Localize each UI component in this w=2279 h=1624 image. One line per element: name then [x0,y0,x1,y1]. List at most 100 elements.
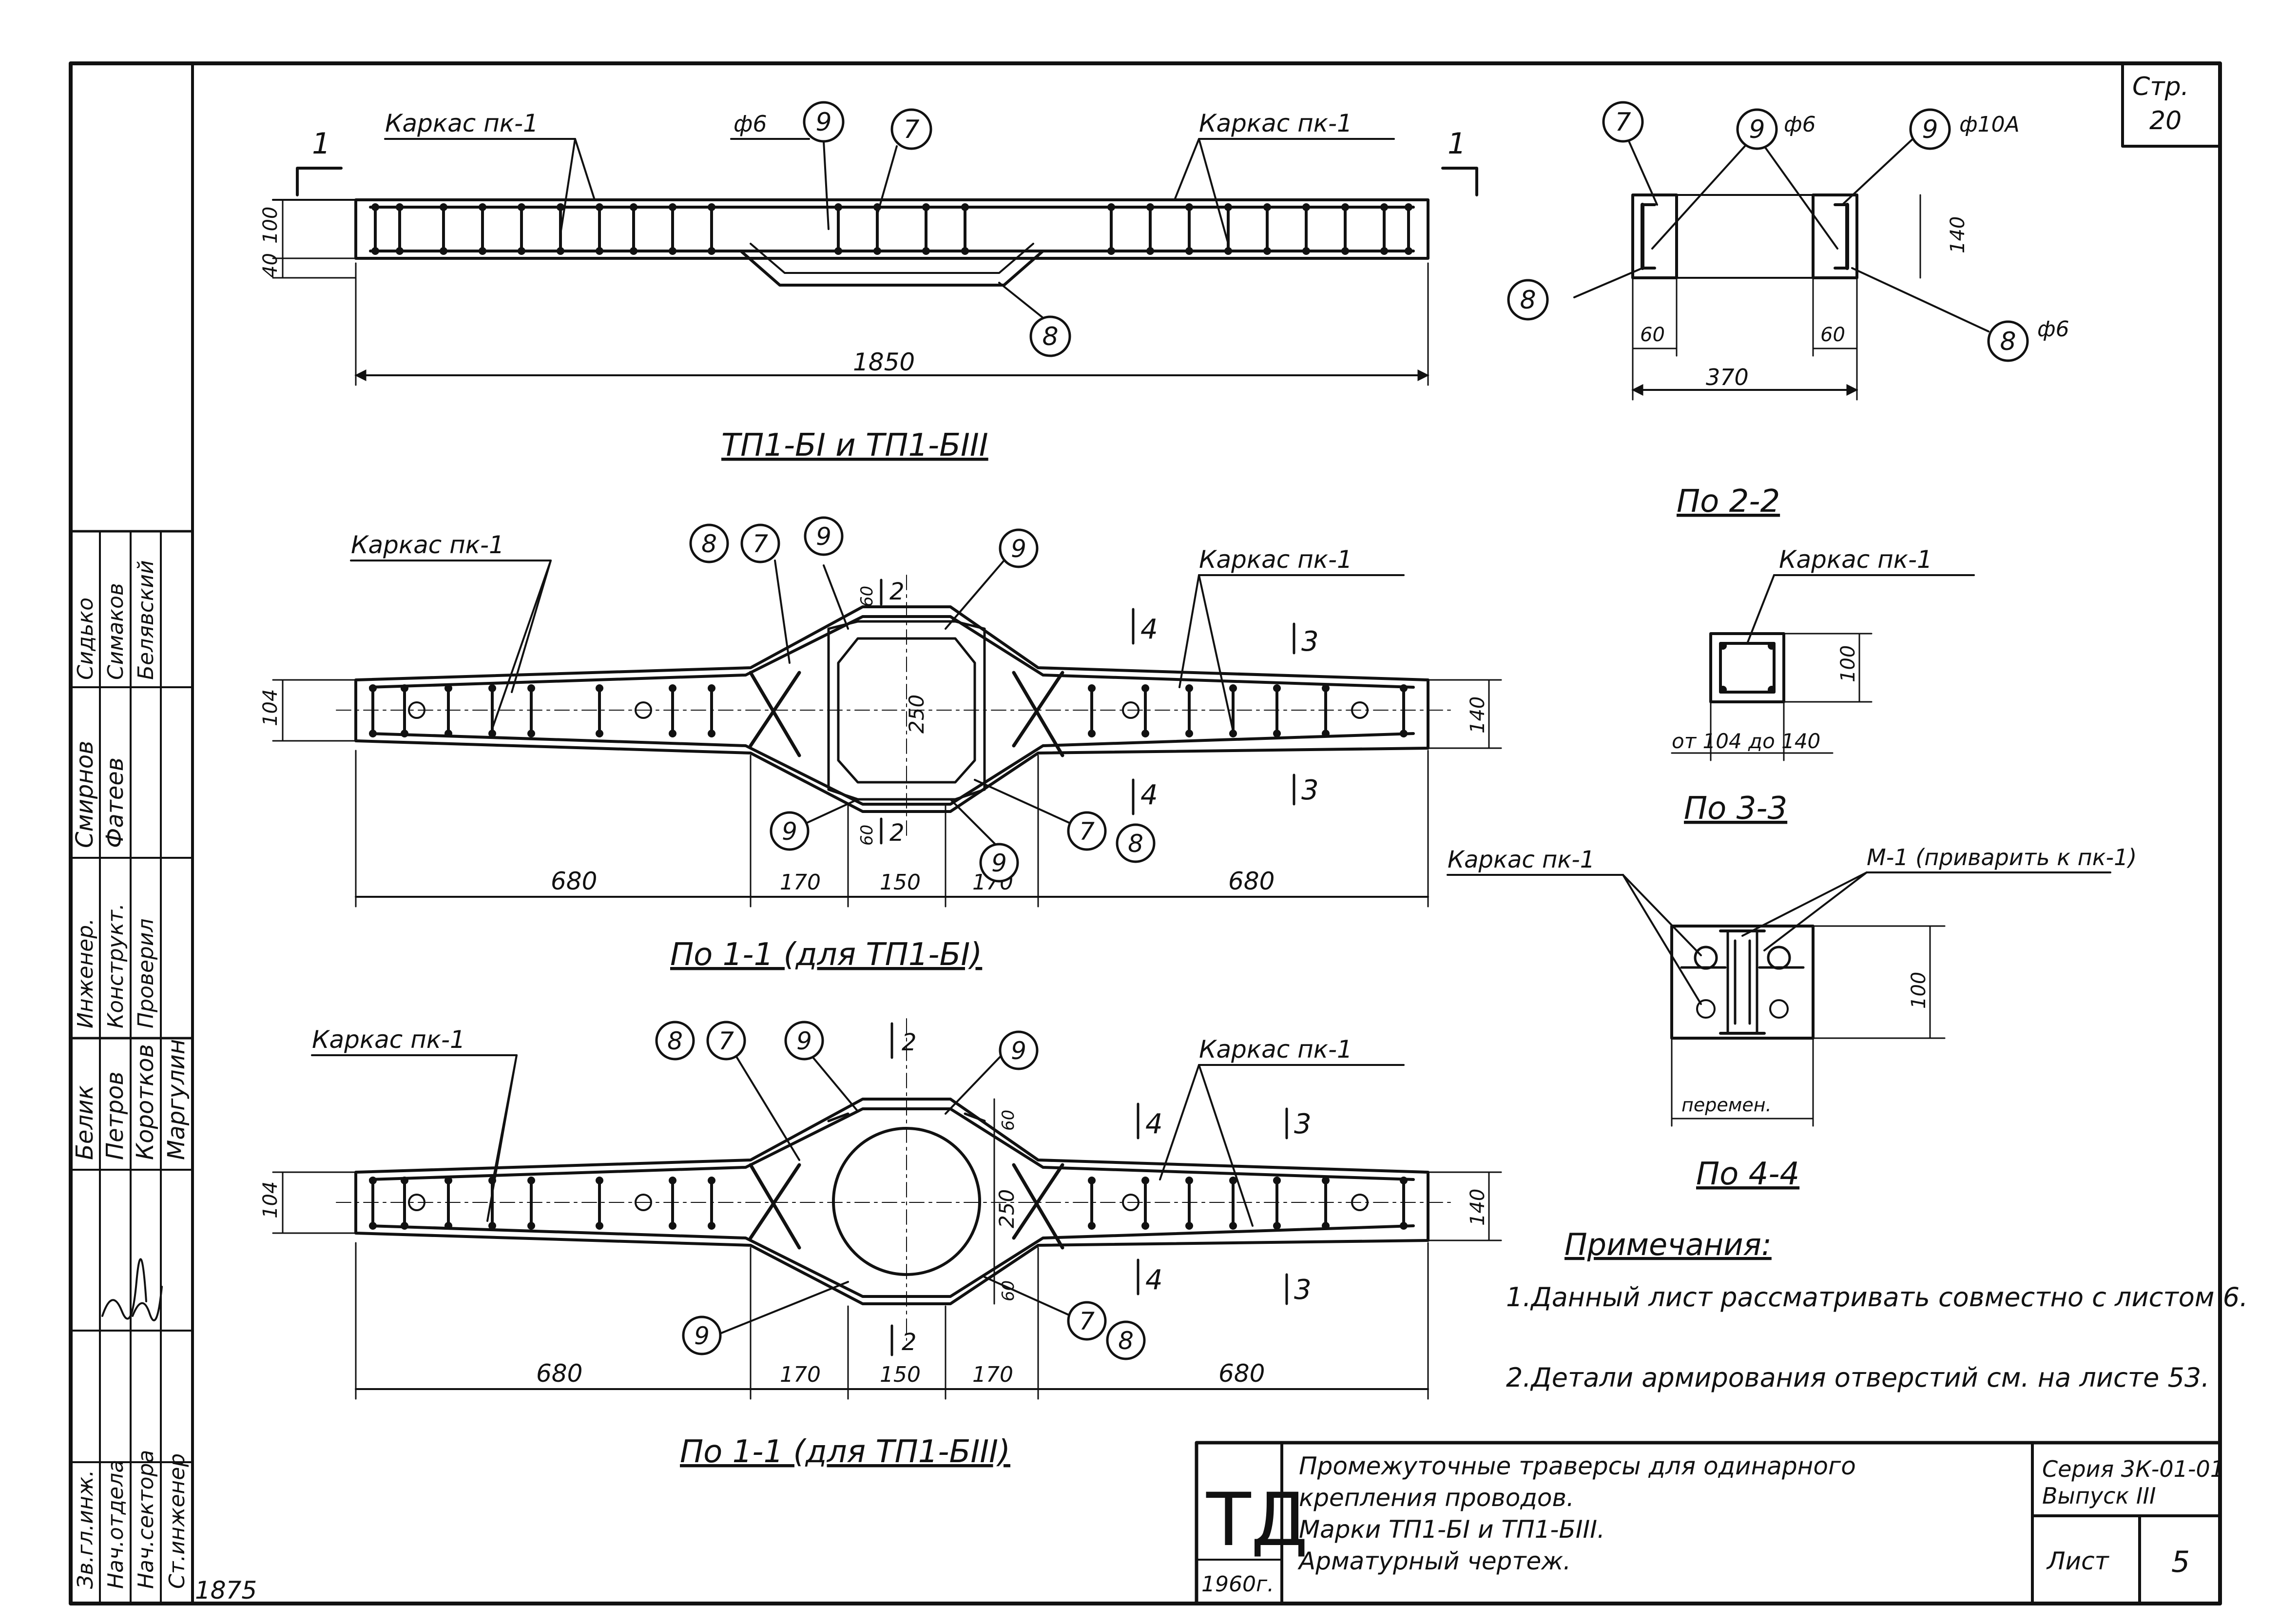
s11b-stirrup-bar-dot [1229,1222,1237,1230]
s33-title: По 3-3 [1684,791,1787,827]
s11b-cut-2-top: 2 [902,1029,917,1056]
s11b-dim-top: 60 [999,1110,1018,1131]
title-sheet-label: Лист [2046,1547,2110,1575]
top-stirrup-bar-dot [1185,203,1193,211]
s11b-dim-3: 170 [972,1362,1013,1387]
svg-text:9: 9 [1011,535,1026,563]
s11b-bubble-9a: 9 [784,1021,824,1061]
top-stirrup-bar-dot [708,203,715,211]
top-stirrup-bar-dot [371,247,379,255]
top-dim-h2: 40 [259,253,282,278]
top-stirrup-bar-dot [440,247,447,255]
svg-text:7: 7 [718,1027,734,1055]
stamp-name-3: Коротков [132,1044,159,1160]
top-bubble-7: 7 [890,108,932,150]
top-view [272,138,1478,386]
s22-dim-3: 370 [1706,364,1749,390]
top-stirrup-bar-dot [557,247,564,255]
s33-dim-side: 100 [1837,645,1859,682]
stamp-name-2: Петров [101,1071,129,1160]
title-series: Серия 3К-01-01 [2042,1456,2224,1482]
s11b-dim-left: 104 [259,1181,282,1218]
top-frame-left-label: Каркас пк-1 [385,109,539,137]
top-section-mark-right: 1 [1448,127,1466,161]
s11a-frame-right: Каркас пк-1 [1199,545,1352,574]
s11a-dim-right: 140 [1467,696,1489,734]
s11b-stirrup-bar-dot [1141,1177,1149,1184]
stamp-col5-2: Симаков [103,583,128,680]
top-stirrup-bar-dot [479,203,486,211]
title-line-1: Промежуточные траверсы для одинарного [1299,1452,1856,1480]
svg-text:9: 9 [796,1027,812,1055]
s11a-stirrup-bar-dot [369,684,377,692]
s11b-title: По 1-1 (для ТП1-БIII) [680,1434,1010,1470]
s11b-dim-bottom: 60 [999,1280,1018,1301]
s11b-stirrup-bar-dot [1088,1177,1096,1184]
s11a-stirrup-bar-dot [596,730,603,737]
s11a-dim-2: 150 [880,870,921,895]
s11a-bubble-7b: 7 [1067,811,1107,851]
s11b-stirrup-bar-dot [488,1222,496,1230]
s11a-stirrup-bar-dot [669,684,676,692]
s11b-stirrup-bar-dot [1185,1177,1193,1184]
s11a-stirrup-bar-dot [1088,730,1096,737]
svg-text:7: 7 [1079,1307,1095,1335]
top-view-title: ТП1-БI и ТП1-БIII [721,427,988,464]
s22-bubble-7: 7 [1602,101,1644,143]
s11b-stirrup-bar-dot [527,1177,535,1184]
s11a-bubble-7: 7 [740,523,780,563]
top-stirrup-bar-dot [1107,203,1115,211]
s11b-cut-4-bottom: 4 [1145,1264,1163,1296]
s11b-stirrup-bar-dot [708,1222,715,1230]
stamp-name-1: Белик [71,1085,98,1160]
top-stirrup-bar-dot [1405,203,1412,211]
s44-frame-label: Каркас пк-1 [1448,846,1595,873]
top-stirrup-bar-dot [1380,203,1388,211]
s11b-stirrup-bar-dot [1400,1177,1408,1184]
top-stirrup-bar-dot [834,247,842,255]
top-stirrup-bar-dot [1263,203,1271,211]
s11a-stirrup-bar-dot [401,684,408,692]
s11b-cut-3-bottom: 3 [1294,1274,1312,1306]
s11b-cut-3-top: 3 [1294,1108,1312,1140]
s11a-stirrup-bar-dot [1273,684,1281,692]
svg-text:8: 8 [1520,286,1536,315]
s11a-dim-bottom: 60 [857,825,877,846]
s11a-stirrup-bar-dot [669,730,676,737]
stamp-col3-2: Конструкт. [103,903,128,1028]
svg-text:9: 9 [1749,115,1765,144]
top-stirrup-bar-dot [1263,247,1271,255]
s11a-title: По 1-1 (для ТП1-БI) [670,937,982,973]
svg-text:8: 8 [1128,830,1143,858]
s33-dim-bottom: от 104 до 140 [1672,729,1820,753]
note-1: 1.Данный лист рассматривать совместно с … [1506,1282,2248,1313]
top-stirrup-bar-dot [518,203,525,211]
s22-bubble-8b: 8 [1987,320,2029,362]
title-block [1195,1441,2222,1605]
top-stirrup-bar-dot [557,203,564,211]
bent-rebar-8 [739,250,1044,287]
top-section-mark-left: 1 [312,127,330,161]
section-2-2 [1573,135,1989,401]
s11b-dim-1: 170 [780,1362,821,1387]
s22-callout-2: ф10А [1959,112,2020,137]
s11b-stirrup-bar-dot [1322,1222,1330,1230]
top-stirrup-bar-dot [1146,247,1154,255]
section-3-3 [1671,574,1975,761]
s11a-stirrup-bar-dot [1141,684,1149,692]
s11b-stirrup-bar-dot [369,1177,377,1184]
s11a-bubble-8: 8 [689,523,729,563]
s11b-bubble-9c: 9 [682,1315,722,1355]
s11b-stirrup-bar-dot [708,1177,715,1184]
s11b-bubble-8: 8 [655,1021,695,1061]
stamp-col3-1: Инженер. [73,918,98,1028]
s11a-stirrup-bar-dot [708,684,715,692]
notes-title: Примечания: [1564,1227,1772,1262]
svg-text:7: 7 [1079,817,1095,846]
s11b-cut-4-top: 4 [1145,1108,1163,1140]
s11a-bubble-9b: 9 [999,528,1039,568]
s22-title: По 2-2 [1677,483,1780,520]
stamp-role-3: Нач.сектора [134,1450,158,1589]
s11b-bubble-9b: 9 [999,1030,1039,1070]
